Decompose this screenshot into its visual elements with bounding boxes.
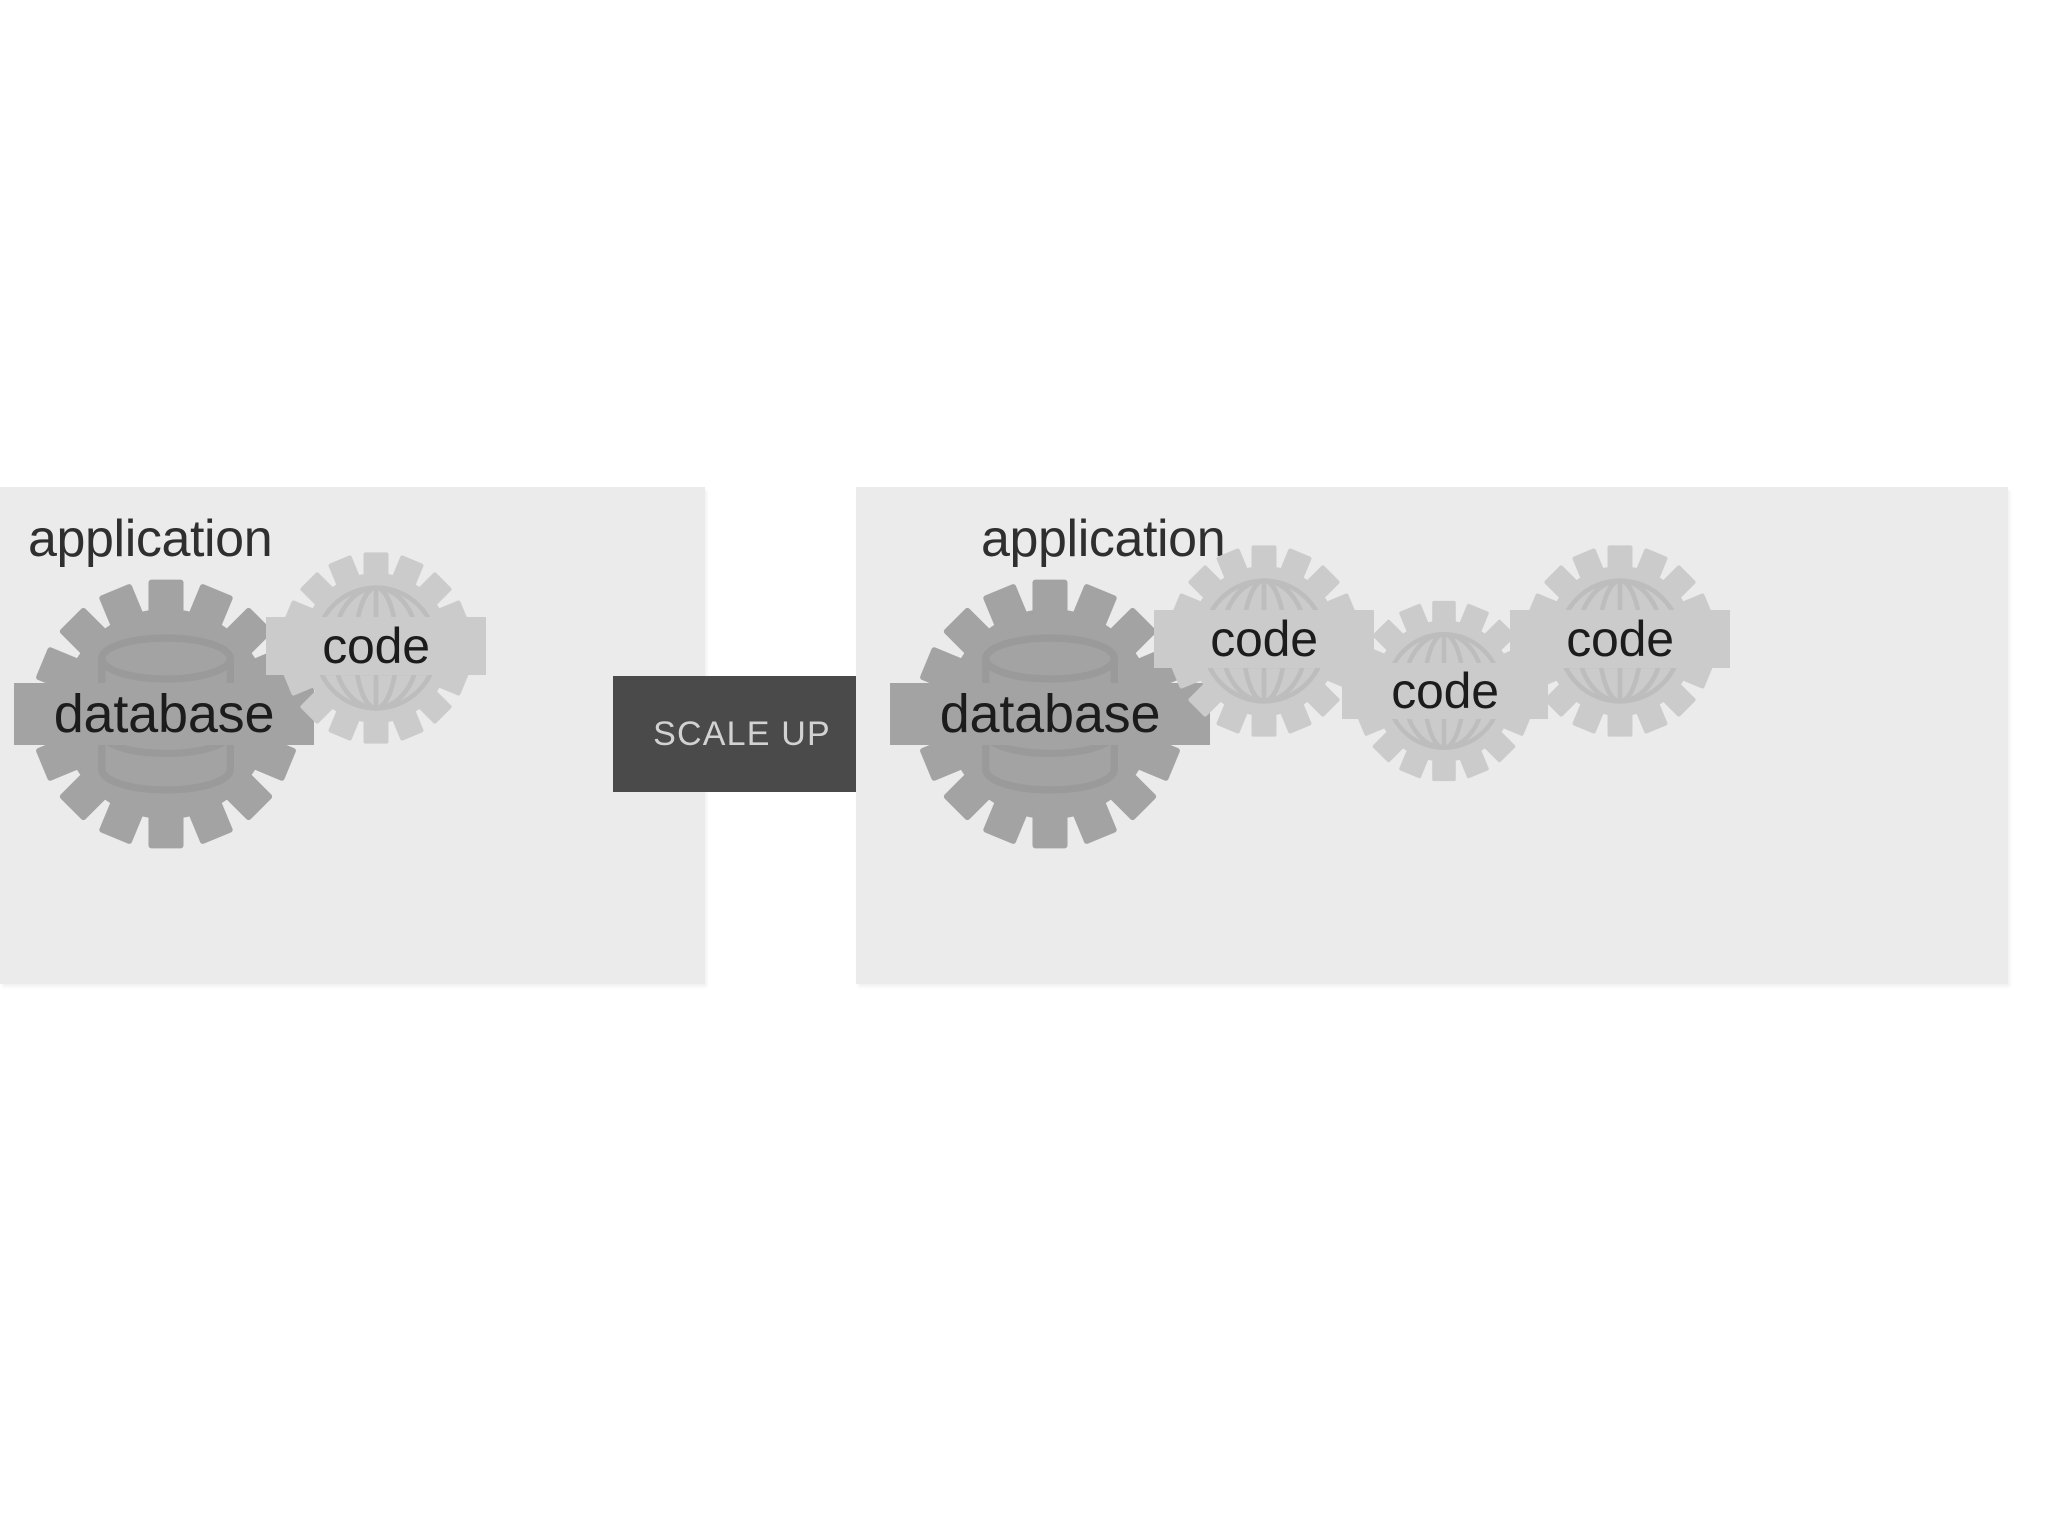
scale-up-arrow-label: SCALE UP bbox=[653, 714, 831, 753]
code-gear-after-2 bbox=[1346, 593, 1542, 789]
scale-up-arrow: SCALE UP bbox=[613, 676, 933, 792]
code-gear-after-3 bbox=[1516, 537, 1724, 745]
panel-after-title: application bbox=[981, 510, 1226, 568]
panel-before-title: application bbox=[28, 510, 273, 568]
code-gear-after-1 bbox=[1160, 537, 1368, 745]
panel-after: application bbox=[856, 487, 2008, 984]
database-gear-before bbox=[20, 568, 312, 860]
panel-before: application bbox=[0, 487, 705, 984]
code-gear-before bbox=[272, 544, 480, 752]
database-gear-after bbox=[904, 568, 1196, 860]
